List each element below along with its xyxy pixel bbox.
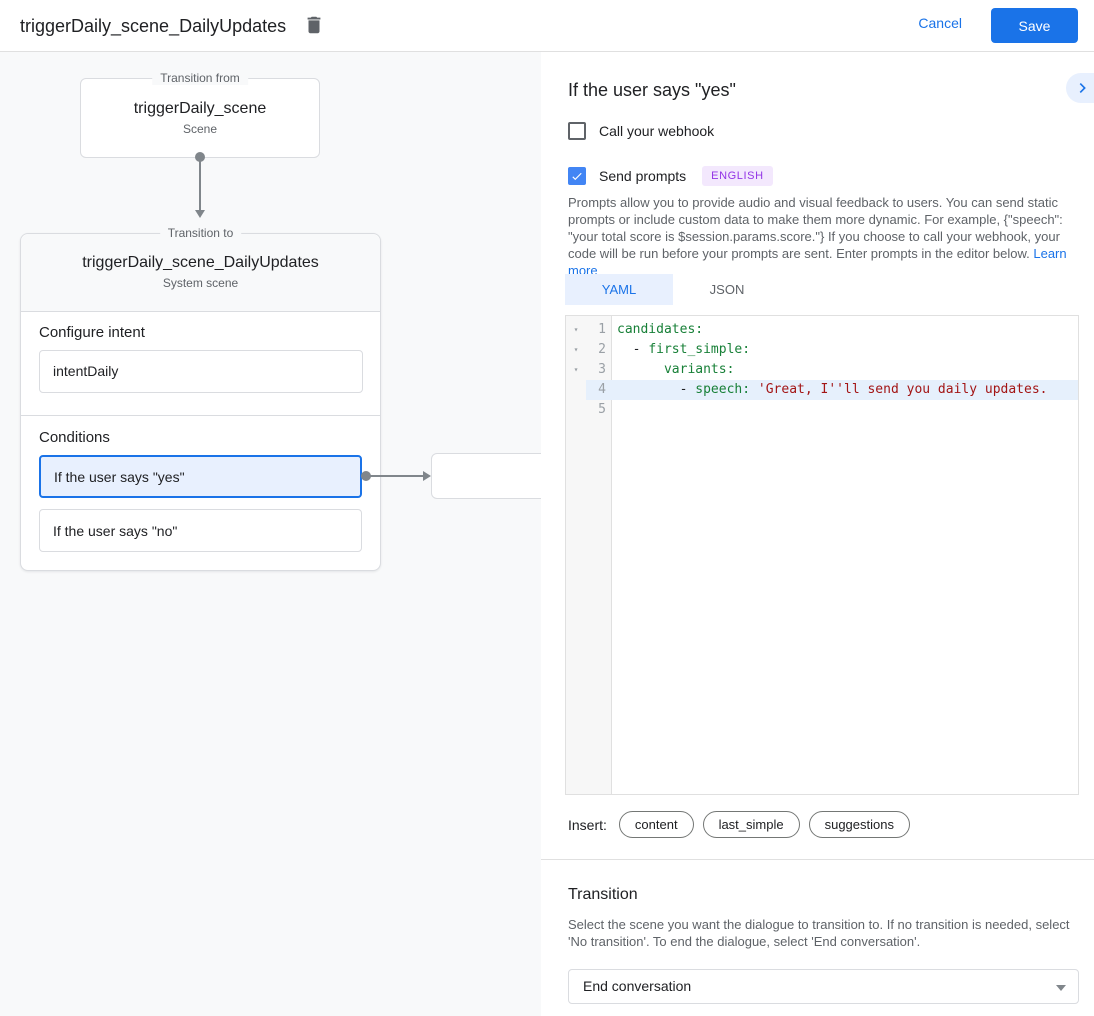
transition-section-title: Transition	[568, 886, 638, 903]
insert-label: Insert:	[568, 816, 607, 833]
fold-icon[interactable]	[566, 400, 586, 420]
send-prompts-label: Send prompts	[599, 168, 687, 184]
insert-chip-content[interactable]: content	[618, 811, 694, 838]
editor-line: ▾ 2 - first_simple:	[566, 340, 1078, 360]
code-plain: -	[617, 342, 649, 357]
send-prompts-checkbox[interactable]	[568, 167, 586, 185]
insert-row: Insert: content last_simple suggestions	[568, 811, 910, 838]
condition-detail-panel: If the user says "yes" Call your webhook…	[541, 52, 1094, 1016]
from-scene-name: triggerDaily_scene	[133, 100, 267, 117]
connector-line	[199, 157, 201, 210]
insert-chip-suggestions[interactable]: suggestions	[808, 811, 910, 838]
configure-intent-label: Configure intent	[39, 324, 145, 341]
transition-from-legend: Transition from	[152, 71, 248, 85]
fold-icon[interactable]: ▾	[573, 365, 579, 374]
fold-icon[interactable]	[566, 380, 586, 400]
code-key: first_simple:	[648, 342, 751, 357]
from-scene-type: Scene	[182, 122, 218, 136]
top-bar: triggerDaily_scene_DailyUpdates Cancel S…	[0, 0, 1094, 52]
card-divider	[21, 415, 380, 416]
prompt-code-editor[interactable]: ▾ 1 candidates: ▾ 2 - first_simple: ▾ 3 …	[565, 315, 1079, 795]
send-prompts-row: Send prompts ENGLISH	[568, 166, 773, 186]
editor-line: 5	[566, 400, 1078, 420]
prompts-description: Prompts allow you to provide audio and v…	[568, 194, 1081, 279]
fold-icon[interactable]: ▾	[573, 345, 579, 354]
scene-diagram-canvas: Transition from triggerDaily_scene Scene…	[0, 52, 541, 1016]
dropdown-caret-icon	[1056, 985, 1066, 991]
condition-target-node[interactable]	[431, 453, 541, 499]
transition-to-card: Transition to triggerDaily_scene_DailyUp…	[20, 226, 381, 571]
format-tabs: YAML JSON	[565, 274, 781, 305]
code-key: speech:	[695, 382, 758, 397]
call-webhook-row: Call your webhook	[568, 122, 714, 140]
call-webhook-label: Call your webhook	[599, 123, 715, 139]
transition-to-legend: Transition to	[159, 226, 242, 240]
connector-arrowhead-icon	[195, 210, 205, 218]
condition-item-no[interactable]: If the user says "no"	[39, 509, 362, 552]
to-scene-name: triggerDaily_scene_DailyUpdates	[82, 254, 319, 271]
fold-icon[interactable]: ▾	[573, 325, 579, 334]
page-title: triggerDaily_scene_DailyUpdates	[20, 16, 287, 36]
collapse-panel-button[interactable]	[1066, 73, 1094, 103]
condition-connector-arrowhead-icon	[423, 471, 431, 481]
tab-json[interactable]: JSON	[709, 282, 745, 297]
delete-scene-button[interactable]	[301, 13, 327, 39]
code-string: 'Great, I''ll send you daily updates.	[757, 382, 1048, 397]
code-plain	[617, 362, 664, 377]
line-number: 4	[586, 380, 612, 400]
line-number: 1	[598, 322, 606, 337]
transition-select[interactable]: End conversation	[568, 969, 1079, 1004]
transition-description: Select the scene you want the dialogue t…	[568, 917, 1070, 949]
transition-from-node[interactable]: Transition from triggerDaily_scene Scene	[80, 71, 320, 158]
editor-line: ▾ 1 candidates:	[566, 320, 1078, 340]
transition-select-value: End conversation	[583, 978, 692, 994]
line-number: 2	[598, 342, 606, 357]
line-number: 3	[598, 362, 606, 377]
to-scene-type: System scene	[162, 276, 239, 290]
condition-connector-line	[366, 475, 423, 477]
save-button[interactable]: Save	[991, 8, 1078, 43]
cancel-button[interactable]: Cancel	[918, 15, 962, 31]
call-webhook-checkbox[interactable]	[568, 122, 586, 140]
conditions-label: Conditions	[39, 429, 110, 446]
to-scene-header: triggerDaily_scene_DailyUpdates System s…	[21, 234, 380, 312]
trash-icon	[303, 16, 325, 39]
editor-line: ▾ 3 variants:	[566, 360, 1078, 380]
code-key: variants:	[663, 362, 735, 377]
code-plain: -	[617, 382, 696, 397]
prompts-description-text: Prompts allow you to provide audio and v…	[568, 195, 1063, 261]
condition-item-yes[interactable]: If the user says "yes"	[39, 455, 362, 498]
condition-detail-title: If the user says "yes"	[568, 80, 736, 100]
line-number: 5	[598, 402, 606, 417]
language-badge: ENGLISH	[702, 166, 773, 186]
code-key: candidates:	[617, 322, 704, 337]
editor-body: ▾ 1 candidates: ▾ 2 - first_simple: ▾ 3 …	[566, 320, 1078, 420]
intent-field[interactable]: intentDaily	[39, 350, 363, 393]
insert-chip-last-simple[interactable]: last_simple	[702, 811, 800, 838]
tab-yaml[interactable]: YAML	[565, 274, 673, 305]
editor-line-active: 4 - speech: 'Great, I''ll send you daily…	[566, 380, 1078, 400]
section-divider	[541, 859, 1094, 860]
